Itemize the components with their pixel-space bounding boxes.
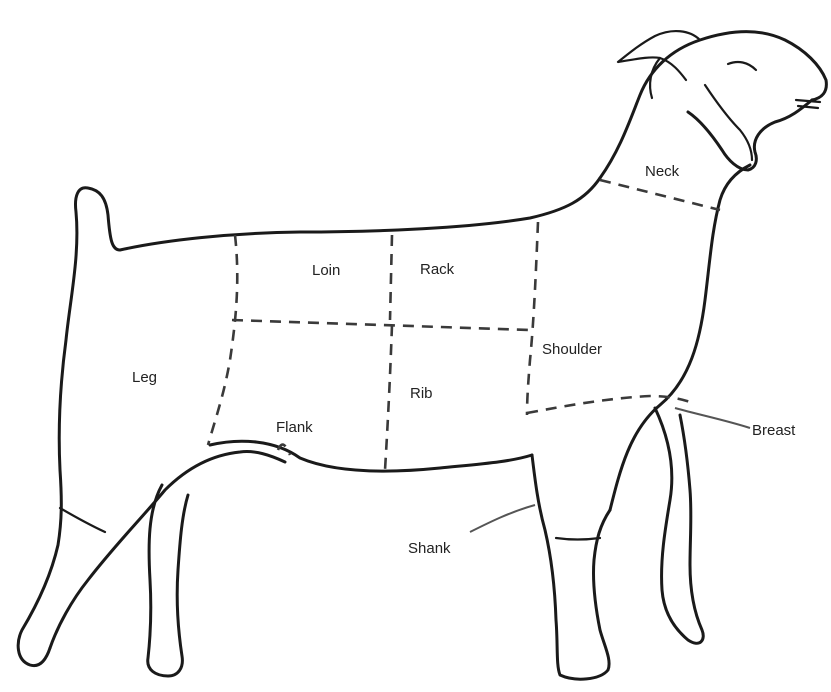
breast-leader-line xyxy=(675,408,750,428)
label-neck: Neck xyxy=(645,163,680,180)
cut-lines xyxy=(60,180,720,540)
ear-outline xyxy=(618,31,700,80)
rib-flank-cut-line xyxy=(385,325,392,470)
leader-lines xyxy=(470,408,750,532)
inner-hind-leg-outline xyxy=(148,485,188,676)
front-leg-front-outline xyxy=(610,165,750,510)
label-shank: Shank xyxy=(408,540,451,557)
head-outline xyxy=(688,100,812,170)
second-front-leg-outline xyxy=(655,408,703,643)
label-breast: Breast xyxy=(752,422,796,439)
neck-cut-line xyxy=(600,180,720,210)
neck-outline xyxy=(600,32,826,178)
label-leg: Leg xyxy=(132,369,157,386)
goat-outline xyxy=(18,31,826,679)
eye-icon xyxy=(728,62,756,70)
front-leg-outline xyxy=(532,455,610,679)
label-rib: Rib xyxy=(410,385,433,402)
label-rack: Rack xyxy=(420,261,455,278)
loin-rib-cut-line xyxy=(232,320,530,330)
hind-shank-line xyxy=(60,508,105,532)
label-flank: Flank xyxy=(276,419,313,436)
rack-shoulder-cut-line xyxy=(527,222,538,415)
label-loin: Loin xyxy=(312,262,340,279)
shank-leader-line xyxy=(470,505,535,532)
leg-loin-cut-line xyxy=(208,235,237,445)
hind-leg-outline xyxy=(50,452,285,648)
cut-labels: Neck Loin Rack Shoulder Leg Rib Flank Br… xyxy=(132,163,796,557)
front-shank-line xyxy=(556,538,600,540)
loin-rack-cut-line xyxy=(390,235,392,320)
belly-outline xyxy=(210,441,532,471)
label-shoulder: Shoulder xyxy=(542,341,602,358)
face-fold-outline xyxy=(705,85,752,160)
